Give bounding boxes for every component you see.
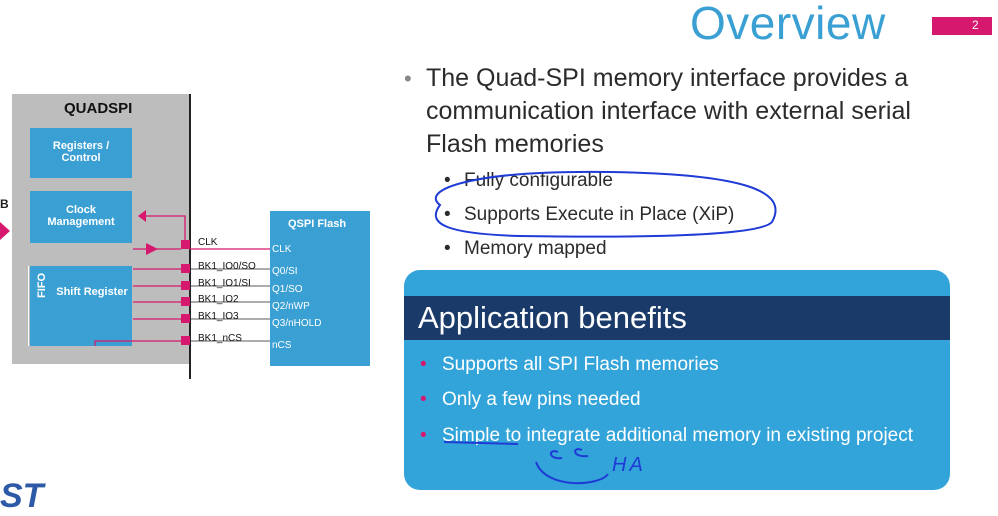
edge-label: B	[0, 197, 9, 211]
main-bullet-text: The Quad-SPI memory interface provides a…	[426, 64, 911, 158]
bullet-dot: •	[444, 204, 451, 225]
flash-pin-label: Q2/nWP	[272, 301, 310, 312]
bullet-dot: •	[420, 389, 427, 410]
benefits-title: Application benefits	[418, 300, 687, 335]
flash-pin-label: CLK	[272, 244, 292, 255]
signal-label: BK1_IO1/SI	[198, 278, 251, 289]
signal-label: BK1_IO3	[198, 311, 239, 322]
flash-pin-label: nCS	[272, 340, 292, 351]
signal-label: CLK	[198, 237, 218, 248]
qspi-flash-block	[270, 211, 370, 366]
benefit-item: • Only a few pins needed	[420, 389, 641, 411]
shift-label: Shift Register	[56, 286, 128, 298]
pin-io0	[181, 264, 190, 273]
flash-pin-label: Q3/nHOLD	[272, 318, 322, 329]
wire-clk-feedback	[146, 215, 186, 240]
signal-label: BK1_nCS	[198, 333, 242, 344]
bullet-dot: •	[444, 170, 451, 191]
benefit-text: Simple to integrate additional memory in…	[442, 425, 914, 446]
arrow-left-edge	[0, 222, 10, 240]
clock-block: Clock Management	[30, 191, 132, 243]
ink-mark	[574, 448, 589, 458]
page-number-badge: 2	[932, 17, 992, 35]
main-bullet: • The Quad-SPI memory interface provides…	[404, 62, 964, 161]
benefit-item: • Supports all SPI Flash memories	[420, 354, 719, 376]
st-logo: ST	[0, 477, 44, 515]
bullet-dot: •	[444, 238, 451, 259]
registers-label: Registers / Control	[52, 140, 110, 164]
pin-ncs	[181, 336, 190, 345]
sub-bullet-item: • Memory mapped	[444, 238, 607, 260]
fifo-divider	[28, 266, 29, 346]
bullet-dot: •	[420, 425, 427, 446]
flash-pin-label: Q0/SI	[272, 266, 298, 277]
benefit-text: Only a few pins needed	[442, 389, 641, 410]
sub-bullet-item: • Supports Execute in Place (XiP)	[444, 204, 734, 226]
clock-label: Clock Management	[47, 204, 115, 228]
benefit-text: Supports all SPI Flash memories	[442, 354, 719, 375]
page-number: 2	[972, 18, 979, 32]
bullet-dot: •	[404, 66, 412, 91]
pen-annotations	[434, 170, 777, 485]
slide-title: Overview	[690, 0, 886, 49]
ink-note: HA	[612, 454, 646, 476]
pin-io3	[181, 314, 190, 323]
signal-label: BK1_IO2	[198, 294, 239, 305]
quadspi-title: QUADSPI	[64, 100, 133, 117]
benefits-header: Application benefits	[404, 296, 950, 340]
ink-circle	[434, 170, 777, 238]
sub-bullet-text: Supports Execute in Place (XiP)	[464, 204, 735, 225]
ink-mark	[550, 450, 563, 460]
fifo-shift-block: FIFO Shift Register	[30, 266, 132, 346]
divider-line	[189, 94, 191, 379]
ink-underline	[443, 441, 519, 445]
pin-clk	[181, 240, 190, 249]
registers-block: Registers / Control	[30, 128, 132, 178]
arrow-clk-in	[138, 210, 146, 222]
flash-pin-label: Q1/SO	[272, 284, 303, 295]
pin-io1	[181, 281, 190, 290]
ink-curve	[535, 461, 609, 485]
wire-ncs	[94, 340, 181, 346]
benefit-item: • Simple to integrate additional memory i…	[420, 423, 920, 448]
signal-label: BK1_IO0/SO	[198, 261, 256, 272]
sub-bullet-text: Memory mapped	[464, 238, 607, 259]
arrow-clk-out	[146, 243, 158, 255]
pin-io2	[181, 297, 190, 306]
bullet-dot: •	[420, 354, 427, 375]
flash-title: QSPI Flash	[288, 218, 347, 230]
